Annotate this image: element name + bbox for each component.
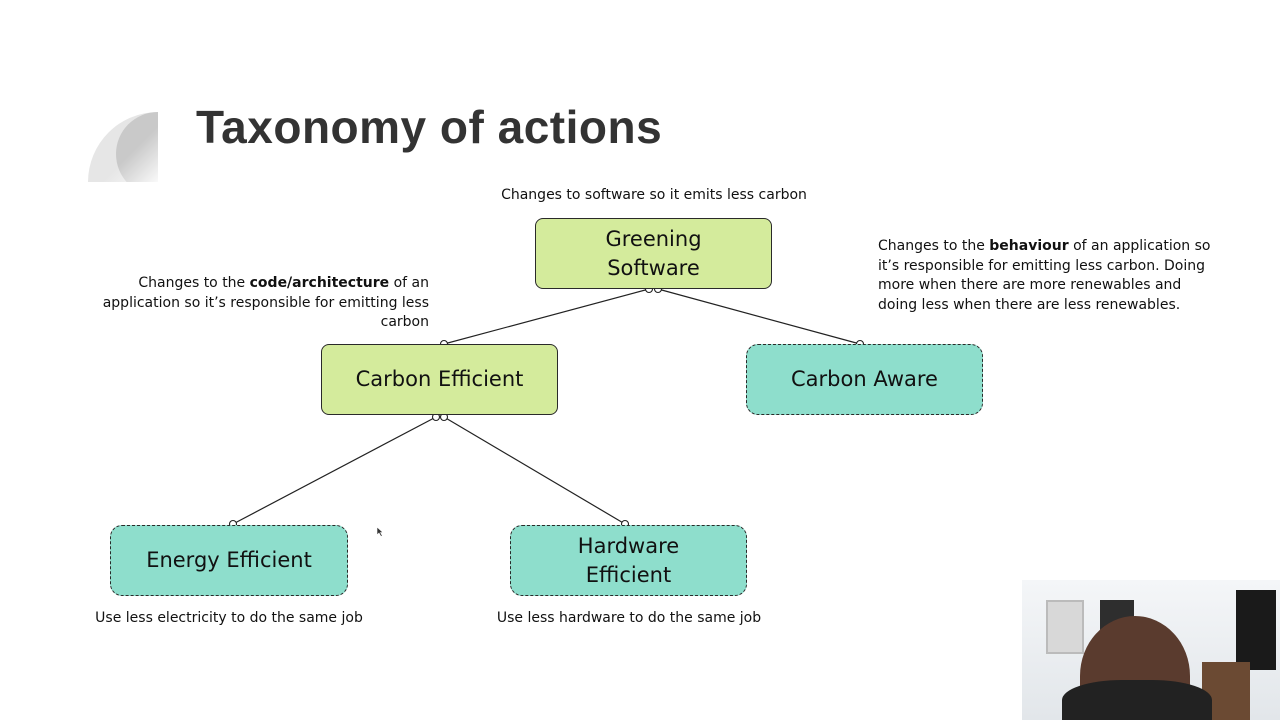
node-greening-line1: Greening bbox=[605, 226, 702, 251]
node-hardware-line2: Efficient bbox=[585, 562, 672, 587]
node-carbon-aware-label: Carbon Aware bbox=[791, 367, 938, 391]
node-energy-efficient-label: Energy Efficient bbox=[146, 548, 312, 572]
edge-efficient-energy bbox=[232, 416, 437, 525]
note-energy-efficient: Use less electricity to do the same job bbox=[95, 610, 363, 626]
note-carbon-aware: Changes to the behaviour of an applicati… bbox=[878, 238, 1211, 313]
edge-greening-aware bbox=[657, 288, 861, 345]
node-hardware-efficient: Hardware Efficient bbox=[510, 525, 747, 596]
mouse-cursor bbox=[376, 526, 384, 537]
note-carbon-efficient: Changes to the code/architecture of an a… bbox=[102, 275, 429, 330]
node-greening-line2: Software bbox=[607, 255, 700, 280]
node-greening-software: Greening Software bbox=[535, 218, 772, 289]
presenter-shirt bbox=[1062, 680, 1212, 720]
note-greening: Changes to software so it emits less car… bbox=[501, 187, 807, 203]
node-energy-efficient: Energy Efficient bbox=[110, 525, 348, 596]
wall-poster bbox=[1236, 590, 1276, 670]
wall-photo-frame bbox=[1046, 600, 1084, 654]
page-title: Taxonomy of actions bbox=[196, 101, 663, 153]
node-carbon-efficient-label: Carbon Efficient bbox=[355, 367, 524, 391]
webcam-overlay bbox=[1022, 580, 1280, 720]
node-carbon-efficient: Carbon Efficient bbox=[321, 344, 558, 415]
edge-efficient-hardware bbox=[443, 416, 626, 525]
note-hardware-efficient: Use less hardware to do the same job bbox=[496, 610, 762, 626]
edge-greening-efficient bbox=[443, 288, 650, 345]
node-carbon-aware: Carbon Aware bbox=[746, 344, 983, 415]
node-hardware-line1: Hardware bbox=[577, 533, 680, 558]
corner-decoration bbox=[88, 112, 158, 182]
